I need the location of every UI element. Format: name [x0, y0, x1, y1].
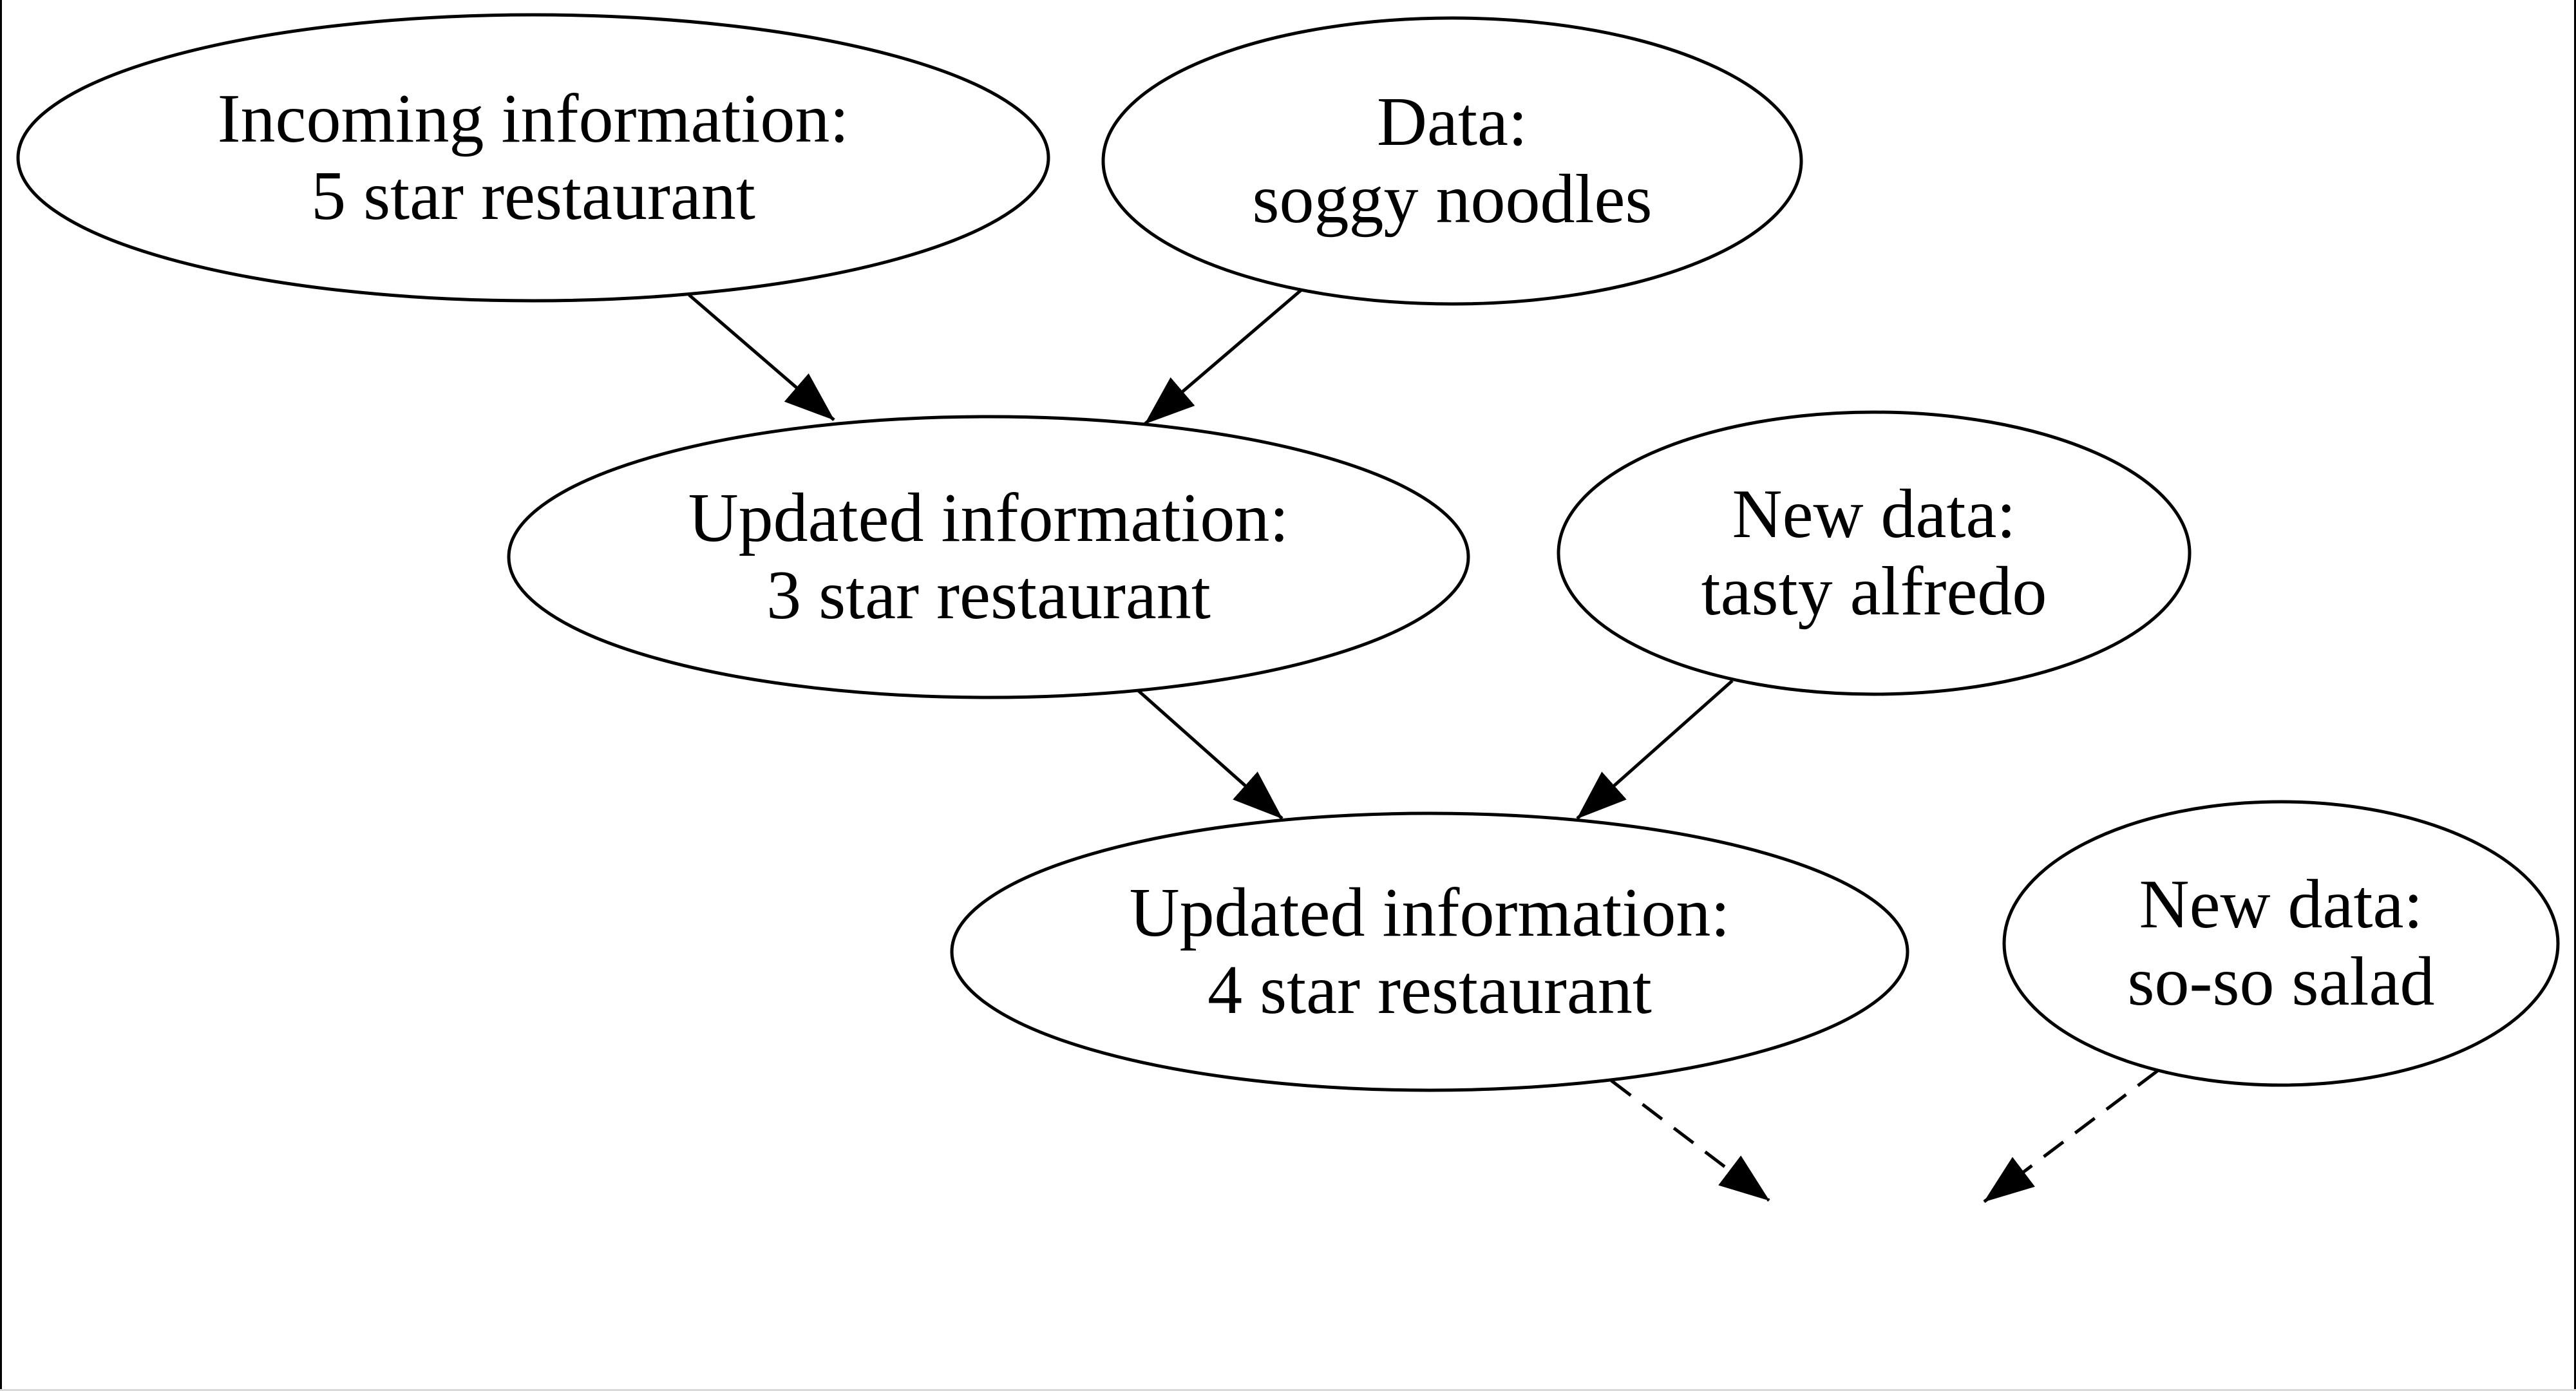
edge-soggy-noodles-to-3-star [1144, 289, 1303, 425]
node-ellipse-incoming-information [16, 13, 1050, 303]
node-label-line1-updated-information-3-star: Updated information: [688, 480, 1289, 556]
edge-3-star-to-4-star [1137, 689, 1283, 820]
node-label-line1-new-data-so-so-salad: New data: [2139, 866, 2423, 943]
node-label-line1-updated-information-4-star: Updated information: [1130, 875, 1730, 951]
node-label-line1-incoming-information: Incoming information: [218, 80, 849, 157]
edge-4-star-to-cropped-below [1610, 1079, 1770, 1202]
edge-tasty-alfredo-to-4-star [1576, 679, 1734, 820]
node-label-line2-new-data-so-so-salad: so-so salad [2128, 943, 2435, 1020]
node-ellipse-updated-information-3-star [507, 415, 1470, 699]
edge-incoming-to-3-star [688, 294, 835, 421]
node-label-line1-data-soggy-noodles: Data: [1377, 84, 1528, 160]
node-label-line1-new-data-tasty-alfredo: New data: [1732, 476, 2016, 553]
node-ellipse-new-data-so-so-salad [2002, 800, 2560, 1087]
node-label-line2-new-data-tasty-alfredo: tasty alfredo [1701, 553, 2047, 630]
node-label-line2-data-soggy-noodles: soggy noodles [1253, 161, 1653, 238]
edges-layer [688, 289, 2159, 1203]
node-label-line2-incoming-information: 5 star restaurant [311, 158, 755, 234]
node-ellipse-new-data-tasty-alfredo [1557, 410, 2192, 696]
node-label-line2-updated-information-4-star: 4 star restaurant [1208, 952, 1652, 1028]
node-ellipse-updated-information-4-star [950, 811, 1909, 1092]
node-label-line2-updated-information-3-star: 3 star restaurant [766, 557, 1211, 634]
nodes-layer: Incoming information:5 star restaurant Da… [16, 13, 2560, 1092]
edge-so-so-salad-to-cropped-below [1983, 1070, 2159, 1203]
node-ellipse-data-soggy-noodles [1101, 16, 1803, 306]
